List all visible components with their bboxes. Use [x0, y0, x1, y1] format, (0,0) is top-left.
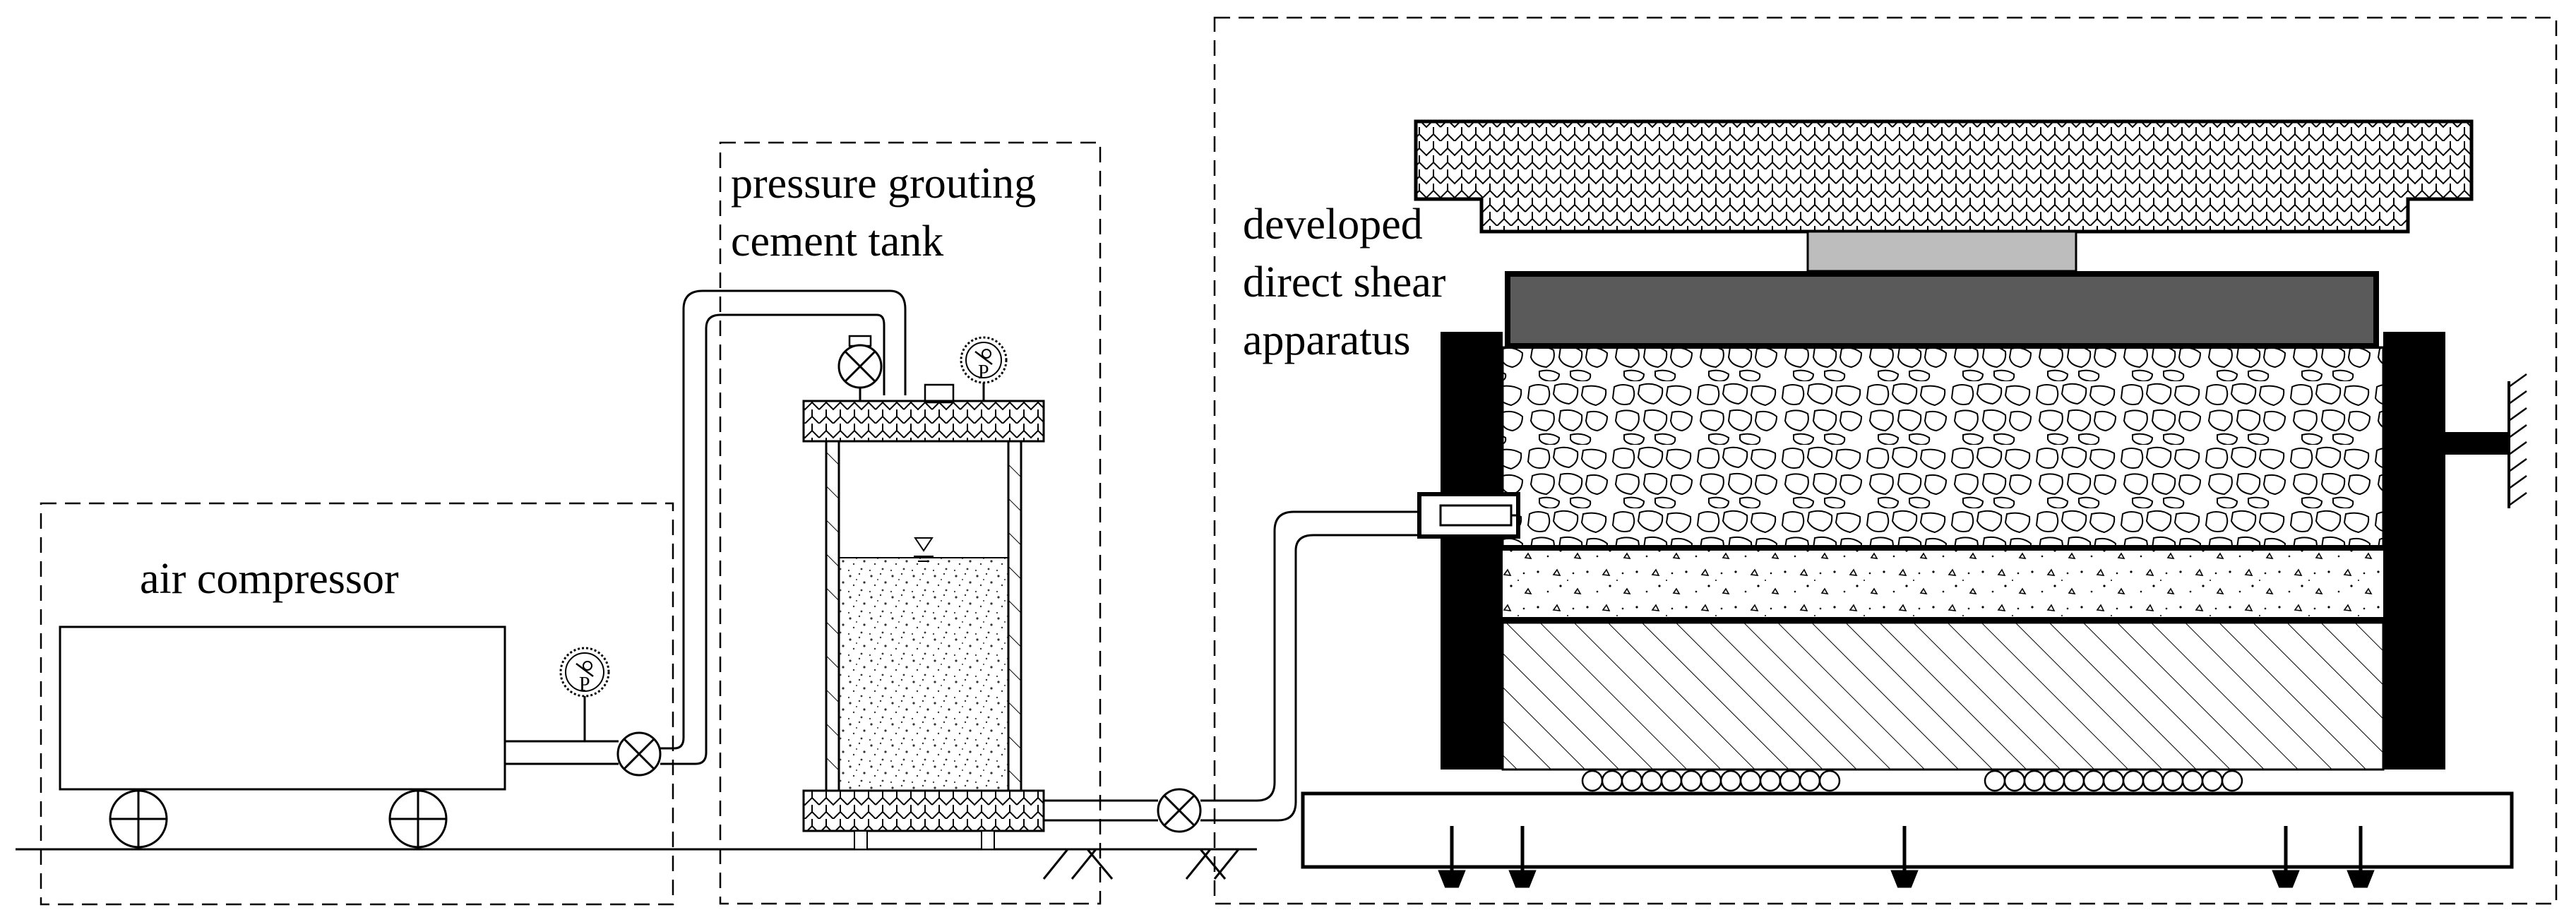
air-compressor-label: air compressor — [140, 555, 399, 603]
valve-icon — [616, 731, 662, 777]
tank-inlet-fitting — [924, 383, 955, 404]
valve-icon — [1157, 788, 1202, 833]
reaction-beam — [1414, 119, 2474, 234]
horizontal-load-rod — [2445, 432, 2509, 455]
grout-delivery-pipe — [1044, 510, 1441, 822]
shear-label-line1: developed — [1243, 200, 1423, 249]
tank-wall-right — [1007, 440, 1022, 792]
tank-foot-right — [981, 830, 995, 850]
cement-slurry — [838, 557, 1009, 791]
cemented-layer — [1503, 551, 2383, 618]
roller-bearings-left — [1581, 770, 1841, 792]
ground-hatch-icon — [2508, 373, 2527, 507]
valve-icon — [837, 335, 883, 389]
wheel-icon — [388, 789, 448, 849]
tank-lid — [802, 400, 1045, 443]
compressor-outlet-pipe — [505, 740, 619, 765]
load-block — [1806, 230, 2077, 273]
pressure-gauge-icon: P — [559, 647, 610, 698]
roller-bearings-right — [1984, 770, 2243, 792]
air-compressor-boundary — [40, 502, 674, 906]
shear-label-line3: apparatus — [1243, 316, 1411, 364]
shear-box-wall-left — [1441, 332, 1503, 770]
tank-foot-left — [854, 830, 868, 850]
pressure-gauge-icon: P — [960, 336, 1008, 384]
water-level-icon — [914, 537, 934, 562]
anchor-feet — [1438, 826, 2375, 888]
air-compressor-body — [59, 625, 506, 791]
gauge-label: P — [978, 361, 989, 383]
air-supply-pipe — [660, 289, 907, 765]
grouting-tank-label-line2: cement tank — [731, 217, 943, 265]
grouting-tank-label-line1: pressure grouting — [731, 160, 1036, 208]
tank-base — [802, 789, 1045, 832]
gauge-label: P — [579, 673, 590, 695]
wheel-icon — [109, 789, 168, 849]
shear-label-line2: direct shear — [1243, 258, 1446, 306]
tank-wall-left — [825, 440, 840, 792]
lower-shear-box — [1501, 621, 2385, 771]
loading-plate — [1505, 271, 2379, 349]
grouting-tank-boundary — [719, 141, 1102, 905]
base-platform — [1301, 791, 2514, 869]
shear-apparatus-boundary — [1213, 16, 2558, 905]
rockfill-layer — [1501, 346, 2385, 549]
ground-hatch-icon — [1038, 848, 1257, 880]
